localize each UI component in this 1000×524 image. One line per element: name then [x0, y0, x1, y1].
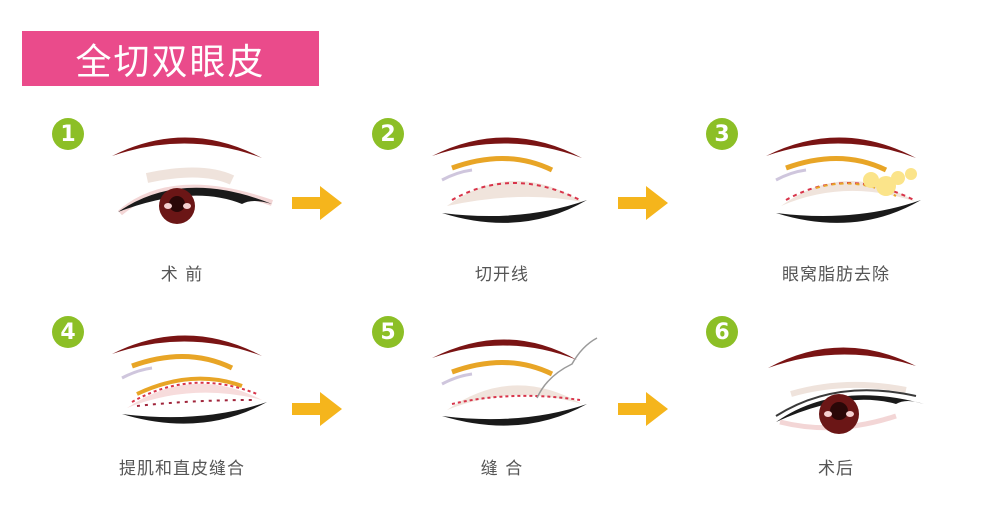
- step-label: 提肌和直皮缝合: [119, 459, 245, 479]
- eye-suturing-icon: [432, 337, 598, 426]
- step-number-badge: 6: [706, 316, 738, 348]
- eye-fat-removal-icon: [766, 137, 921, 223]
- arrow-right-icon: [292, 186, 342, 220]
- eye-muscle-suture-icon: [112, 335, 267, 424]
- step-4: 4 提肌和直皮缝合: [52, 316, 282, 516]
- step-number-badge: 1: [52, 118, 84, 150]
- step-number-badge: 5: [372, 316, 404, 348]
- step-1: 1 术 前: [52, 118, 282, 318]
- eye-before-icon: [112, 137, 273, 224]
- step-3: 3 眼窝脂肪去除: [706, 118, 936, 318]
- step-number-badge: 4: [52, 316, 84, 348]
- step-label: 切开线: [475, 265, 529, 285]
- step-label: 缝 合: [480, 459, 524, 479]
- step-number-badge: 3: [706, 118, 738, 150]
- title-banner: 全切双眼皮: [22, 31, 319, 86]
- step-label: 眼窝脂肪去除: [782, 265, 890, 285]
- step-6: 6 术后: [706, 316, 936, 516]
- arrow-right-icon: [292, 392, 342, 426]
- page-title: 全切双眼皮: [75, 41, 266, 83]
- arrow-right-icon: [618, 392, 668, 426]
- step-5: 5 缝 合: [372, 316, 602, 516]
- eye-incision-line-icon: [432, 137, 587, 223]
- eye-after-icon: [768, 347, 924, 434]
- step-label: 术 前: [160, 265, 204, 285]
- step-2: 2 切开线: [372, 118, 602, 318]
- step-label: 术后: [818, 459, 854, 479]
- step-number-badge: 2: [372, 118, 404, 150]
- arrow-right-icon: [618, 186, 668, 220]
